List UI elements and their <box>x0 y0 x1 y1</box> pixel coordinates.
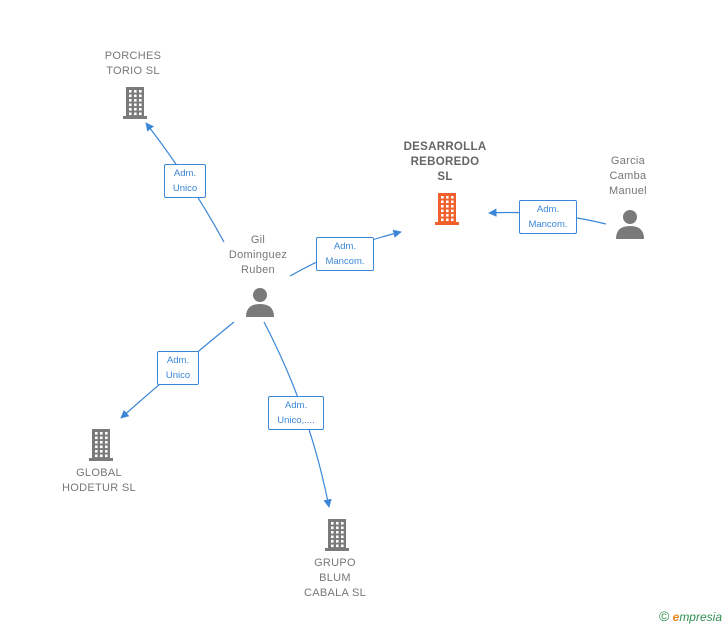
brand-logo-rest: mpresia <box>679 610 722 624</box>
person-icon[interactable] <box>245 287 275 322</box>
node-label-porches[interactable]: PORCHES TORIO SL <box>104 50 162 77</box>
building-icon[interactable] <box>120 85 150 124</box>
edge-label-e1[interactable]: Adm. Unico <box>164 164 206 198</box>
copyright-footer: © empresia <box>659 608 722 624</box>
building-icon[interactable] <box>432 191 462 230</box>
copyright-symbol: © <box>658 608 670 624</box>
brand-logo-e: e <box>672 610 680 624</box>
node-label-desarrolla[interactable]: DESARROLLA REBOREDO SL <box>403 141 487 183</box>
node-label-gil[interactable]: Gil Dominguez Ruben <box>228 234 288 276</box>
edge-label-e5[interactable]: Adm. Unico,.... <box>268 396 324 430</box>
person-icon[interactable] <box>615 209 645 244</box>
edge-label-e4[interactable]: Adm. Unico <box>157 351 199 385</box>
node-label-global[interactable]: GLOBAL HODETUR SL <box>62 467 136 494</box>
building-icon[interactable] <box>322 517 352 556</box>
edge-label-e2[interactable]: Adm. Mancom. <box>316 237 374 271</box>
node-label-garcia[interactable]: Garcia Camba Manuel <box>609 155 647 197</box>
edge-label-e3[interactable]: Adm. Mancom. <box>519 200 577 234</box>
building-icon[interactable] <box>86 427 116 466</box>
node-label-grupo[interactable]: GRUPO BLUM CABALA SL <box>303 557 366 599</box>
